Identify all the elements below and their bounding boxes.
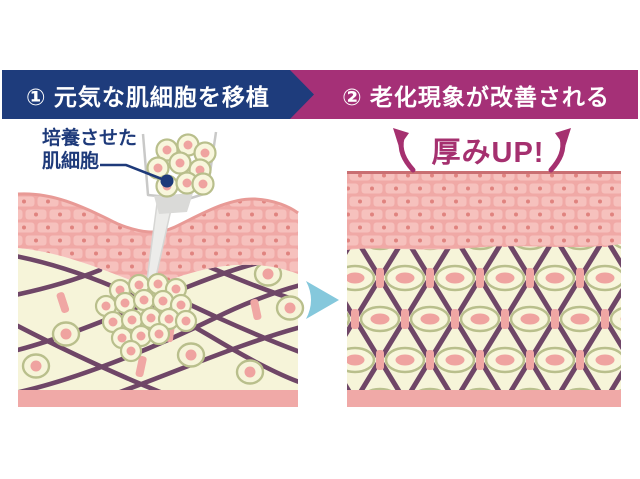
cultured-cells-cluster [146, 133, 217, 198]
right-bottom-layer [347, 390, 621, 407]
up-arrow-left-icon [393, 128, 416, 173]
thickness-up-label: 厚みUP! [431, 137, 545, 169]
left-bottom-layer [18, 390, 298, 407]
step1-banner: ① 元気な肌細胞を移植 [2, 70, 314, 119]
left-skin-surface-line [17, 192, 299, 234]
step1-banner-label: ① 元気な肌細胞を移植 [26, 83, 270, 110]
right-collagen-lattice [347, 242, 621, 392]
syringe-connector [154, 193, 193, 214]
step2-banner: ② 老化現象が改善される [288, 70, 638, 119]
left-dermis-cells [21, 261, 305, 385]
cultured-cells-label-line2: 肌細胞 [42, 150, 100, 172]
right-skin-illustration [347, 171, 621, 407]
right-epidermis [347, 172, 621, 250]
transition-arrow-icon [306, 281, 339, 319]
cultured-cells-label-line1: 培養させた [42, 128, 138, 149]
step2-banner-label: ② 老化現象が改善される [342, 83, 610, 110]
up-arrow-right-icon [548, 128, 571, 173]
cultured-cells-label: 培養させた 肌細胞 [42, 128, 137, 174]
injected-cells-cluster [94, 272, 198, 363]
callout-leader-line [100, 163, 168, 183]
syringe-icon [100, 131, 218, 291]
left-skin-illustration [17, 192, 305, 407]
callout-dot [160, 174, 174, 188]
